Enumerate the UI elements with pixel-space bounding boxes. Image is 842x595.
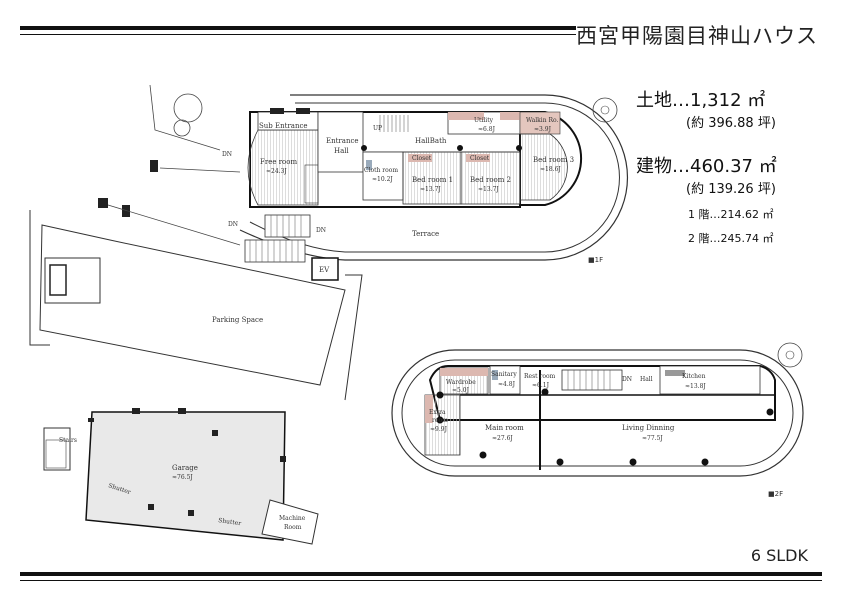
label-walkin-size: ≈3.9J bbox=[534, 126, 552, 133]
page-title: 西宮甲陽園目神山ハウス bbox=[576, 24, 818, 48]
label-bed2-size: ≈13.7J bbox=[478, 186, 499, 193]
label-bed1-size: ≈13.7J bbox=[420, 186, 441, 193]
label-free-room: Free room bbox=[260, 158, 297, 166]
label-cloth-room: Cloth room bbox=[364, 167, 398, 174]
bottom-rule-thick bbox=[20, 572, 822, 576]
label-terrace: Terrace bbox=[412, 230, 439, 238]
label-dn-c: DN bbox=[316, 227, 326, 234]
label-entrance: Entrance bbox=[326, 137, 359, 145]
bottom-rule-thin bbox=[20, 580, 822, 581]
label-extra: Extra bbox=[429, 409, 446, 416]
label-garage-size: ≈76.5J bbox=[172, 474, 193, 481]
label-closet-a: Closet bbox=[412, 155, 432, 162]
label-extra-size: ≈9.9J bbox=[430, 426, 448, 433]
label-kitchen: Kitchen bbox=[682, 373, 706, 380]
label-stairs: Stairs bbox=[59, 437, 77, 444]
label-free-room-size: ≈24.3J bbox=[266, 168, 287, 175]
label-utility-size: ≈6.8J bbox=[478, 126, 496, 133]
label-machine-room: Room bbox=[284, 524, 302, 531]
floor2-tag: ■2F bbox=[768, 490, 783, 498]
label-bed2: Bed room 2 bbox=[470, 176, 511, 184]
label-bed1: Bed room 1 bbox=[412, 176, 453, 184]
floor1-area: 1 階…214.62 ㎡ bbox=[688, 208, 774, 221]
floor1-tag: ■1F bbox=[588, 256, 603, 264]
building-tsubo: (約 139.26 坪) bbox=[686, 182, 776, 197]
label-dn-b: DN bbox=[228, 221, 238, 228]
label-garage: Garage bbox=[172, 464, 198, 472]
label-main-room: Main room bbox=[485, 424, 524, 432]
label-rest-room-size: ≈6.1J bbox=[532, 382, 550, 389]
label-entrance-hall: Hall bbox=[334, 147, 350, 155]
floor2-plan bbox=[391, 342, 804, 477]
label-closet-b: Closet bbox=[470, 155, 490, 162]
label-kitchen-size: ≈13.8J bbox=[685, 383, 706, 390]
label-dn-a: DN bbox=[222, 151, 232, 158]
label-hall-2f: Hall bbox=[640, 376, 653, 383]
land-area: 土地…1,312 ㎡ bbox=[636, 90, 766, 111]
top-rule-thick bbox=[20, 26, 576, 30]
label-extra-room: room bbox=[432, 417, 448, 424]
label-wardrobe: Wardrobe bbox=[446, 379, 476, 386]
label-cloth-room-size: ≈10.2J bbox=[372, 176, 393, 183]
label-bed3-size: ≈18.6J bbox=[540, 166, 561, 173]
building-area: 建物…460.37 ㎡ bbox=[636, 156, 777, 177]
label-rest-room: Rest room bbox=[524, 373, 556, 380]
label-shutter-b: Shutter bbox=[218, 517, 242, 527]
label-sanitary: Sanitary bbox=[491, 371, 517, 378]
label-living-size: ≈77.5J bbox=[642, 435, 663, 442]
label-parking: Parking Space bbox=[212, 316, 263, 324]
label-bed3: Bed room 3 bbox=[533, 156, 574, 164]
floor2-area: 2 階…245.74 ㎡ bbox=[688, 232, 774, 245]
floor1-plan bbox=[29, 84, 629, 401]
label-machine: Machine bbox=[279, 515, 306, 522]
label-main-room-size: ≈27.6J bbox=[492, 435, 513, 442]
top-rule-thin bbox=[20, 34, 576, 35]
label-sanitary-size: ≈4.8J bbox=[498, 381, 516, 388]
garage-plan bbox=[43, 408, 319, 545]
land-tsubo: (約 396.88 坪) bbox=[686, 116, 776, 131]
label-hall-bath: HallBath bbox=[415, 137, 447, 145]
label-living: Living Dinning bbox=[622, 424, 675, 432]
label-utility: Utility bbox=[474, 117, 494, 124]
label-ev: EV bbox=[319, 266, 330, 274]
layout-type: 6 SLDK bbox=[750, 546, 808, 565]
label-walkin: Walkin Ro. bbox=[526, 117, 558, 124]
label-up: UP bbox=[373, 125, 382, 132]
label-dn-2f: DN bbox=[622, 376, 632, 383]
label-wardrobe-size: ≈5.0J bbox=[452, 387, 470, 394]
label-sub-entrance: Sub Entrance bbox=[259, 122, 308, 130]
